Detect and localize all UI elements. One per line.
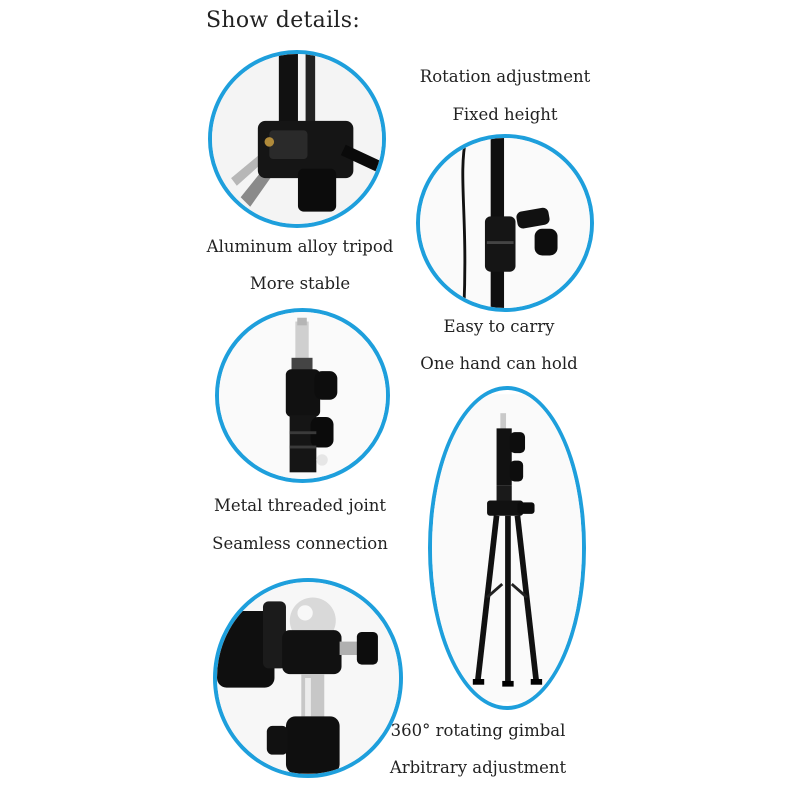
rotation-adjustment-label: Rotation adjustment [419,67,591,86]
arbitrary-adjustment-label: Arbitrary adjustment [389,758,567,777]
more-stable-label: More stable [249,274,351,293]
detail-image-threaded-joint [215,308,390,483]
detail-image-height-knob [416,134,594,312]
one-hand-can-hold-label: One hand can hold [420,354,578,373]
detail-image-ball-head [213,578,403,778]
detail-image-tripod-junction [208,50,386,228]
metal-threaded-joint-label: Metal threaded joint [213,496,387,515]
page-title: Show details: [206,8,361,33]
fixed-height-label: Fixed height [452,105,558,124]
easy-to-carry-label: Easy to carry [443,317,555,336]
detail-image-full-tripod [428,386,586,710]
seamless-connection-label: Seamless connection [212,534,388,553]
aluminum-alloy-tripod-label: Aluminum alloy tripod [206,237,394,256]
rotating-gimbal-label: 360° rotating gimbal [390,721,566,740]
